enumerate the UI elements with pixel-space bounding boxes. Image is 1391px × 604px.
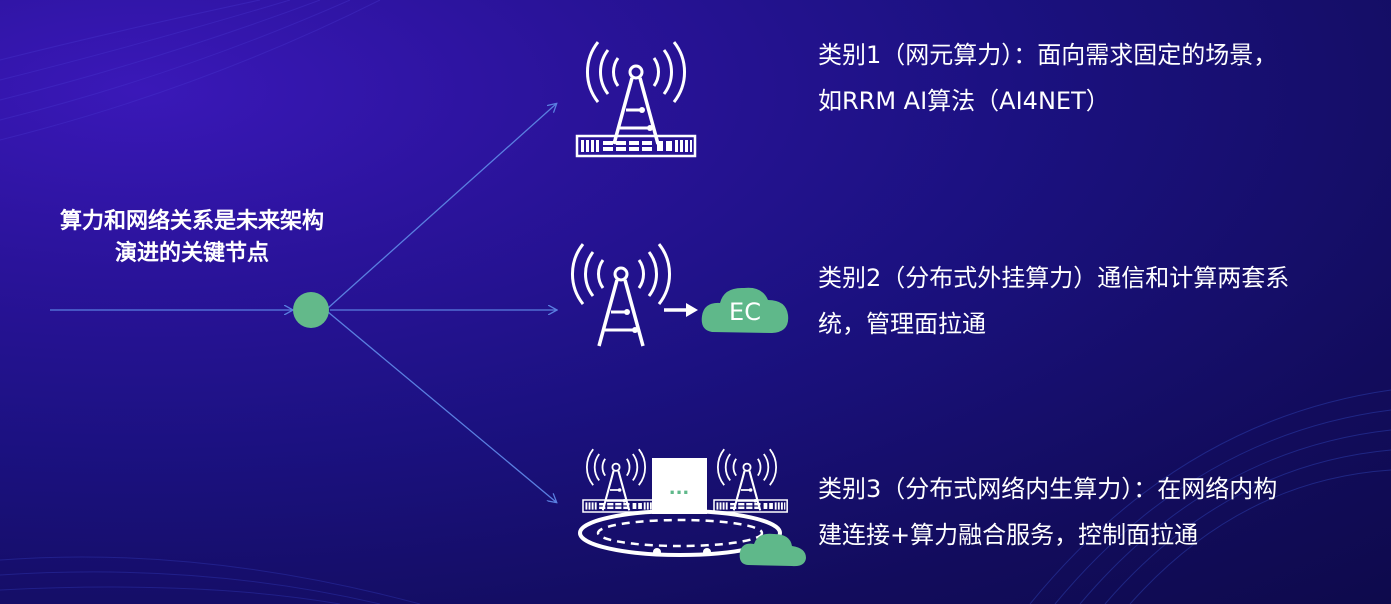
- hub-label-line2: 演进的关键节点: [114, 241, 269, 266]
- category1-icon: [575, 40, 697, 158]
- server-rack-icon: [575, 134, 697, 158]
- radio-tower-icon: [570, 242, 672, 348]
- category3-line2: 建连接+算力融合服务，控制面拉通: [818, 521, 1199, 549]
- category3-icon: ...: [578, 448, 806, 567]
- category2-line2: 统，管理面拉通: [818, 310, 986, 338]
- network-ring-icon: [578, 509, 782, 557]
- cloud-icon: [739, 533, 806, 567]
- category3-description: 类别3（分布式网络内生算力）：在网络内构 建连接+算力融合服务，控制面拉通: [818, 466, 1378, 558]
- category1-line1: 类别1（网元算力）：面向需求固定的场景，: [818, 41, 1278, 69]
- category2-icon: EC: [570, 242, 789, 348]
- category1-description: 类别1（网元算力）：面向需求固定的场景， 如RRM AI算法（AI4NET）: [818, 32, 1378, 124]
- server-rack-icon: [713, 499, 788, 513]
- radio-tower-icon: [585, 448, 647, 512]
- radio-tower-icon: [716, 448, 778, 512]
- category2-description: 类别2（分布式外挂算力）通信和计算两套系 统，管理面拉通: [818, 255, 1378, 347]
- ec-label: EC: [729, 298, 761, 326]
- arrow-right-icon: [664, 303, 698, 317]
- hub-label: 算力和网络关系是未来架构 演进的关键节点: [12, 206, 372, 270]
- hub-node: [293, 292, 329, 328]
- category3-line1: 类别3（分布式网络内生算力）：在网络内构: [818, 475, 1278, 503]
- cloud-icon: EC: [701, 287, 789, 333]
- category1-line2: 如RRM AI算法（AI4NET）: [818, 87, 1110, 115]
- compute-box: [652, 458, 707, 514]
- branch-arrow-1: [327, 104, 556, 309]
- server-rack-icon: [582, 499, 657, 513]
- radio-tower-icon: [585, 40, 687, 146]
- compute-box-label: ...: [669, 478, 690, 499]
- hub-label-line1: 算力和网络关系是未来架构: [59, 209, 324, 234]
- branch-arrow-3: [327, 311, 556, 502]
- category2-line1: 类别2（分布式外挂算力）通信和计算两套系: [818, 264, 1290, 292]
